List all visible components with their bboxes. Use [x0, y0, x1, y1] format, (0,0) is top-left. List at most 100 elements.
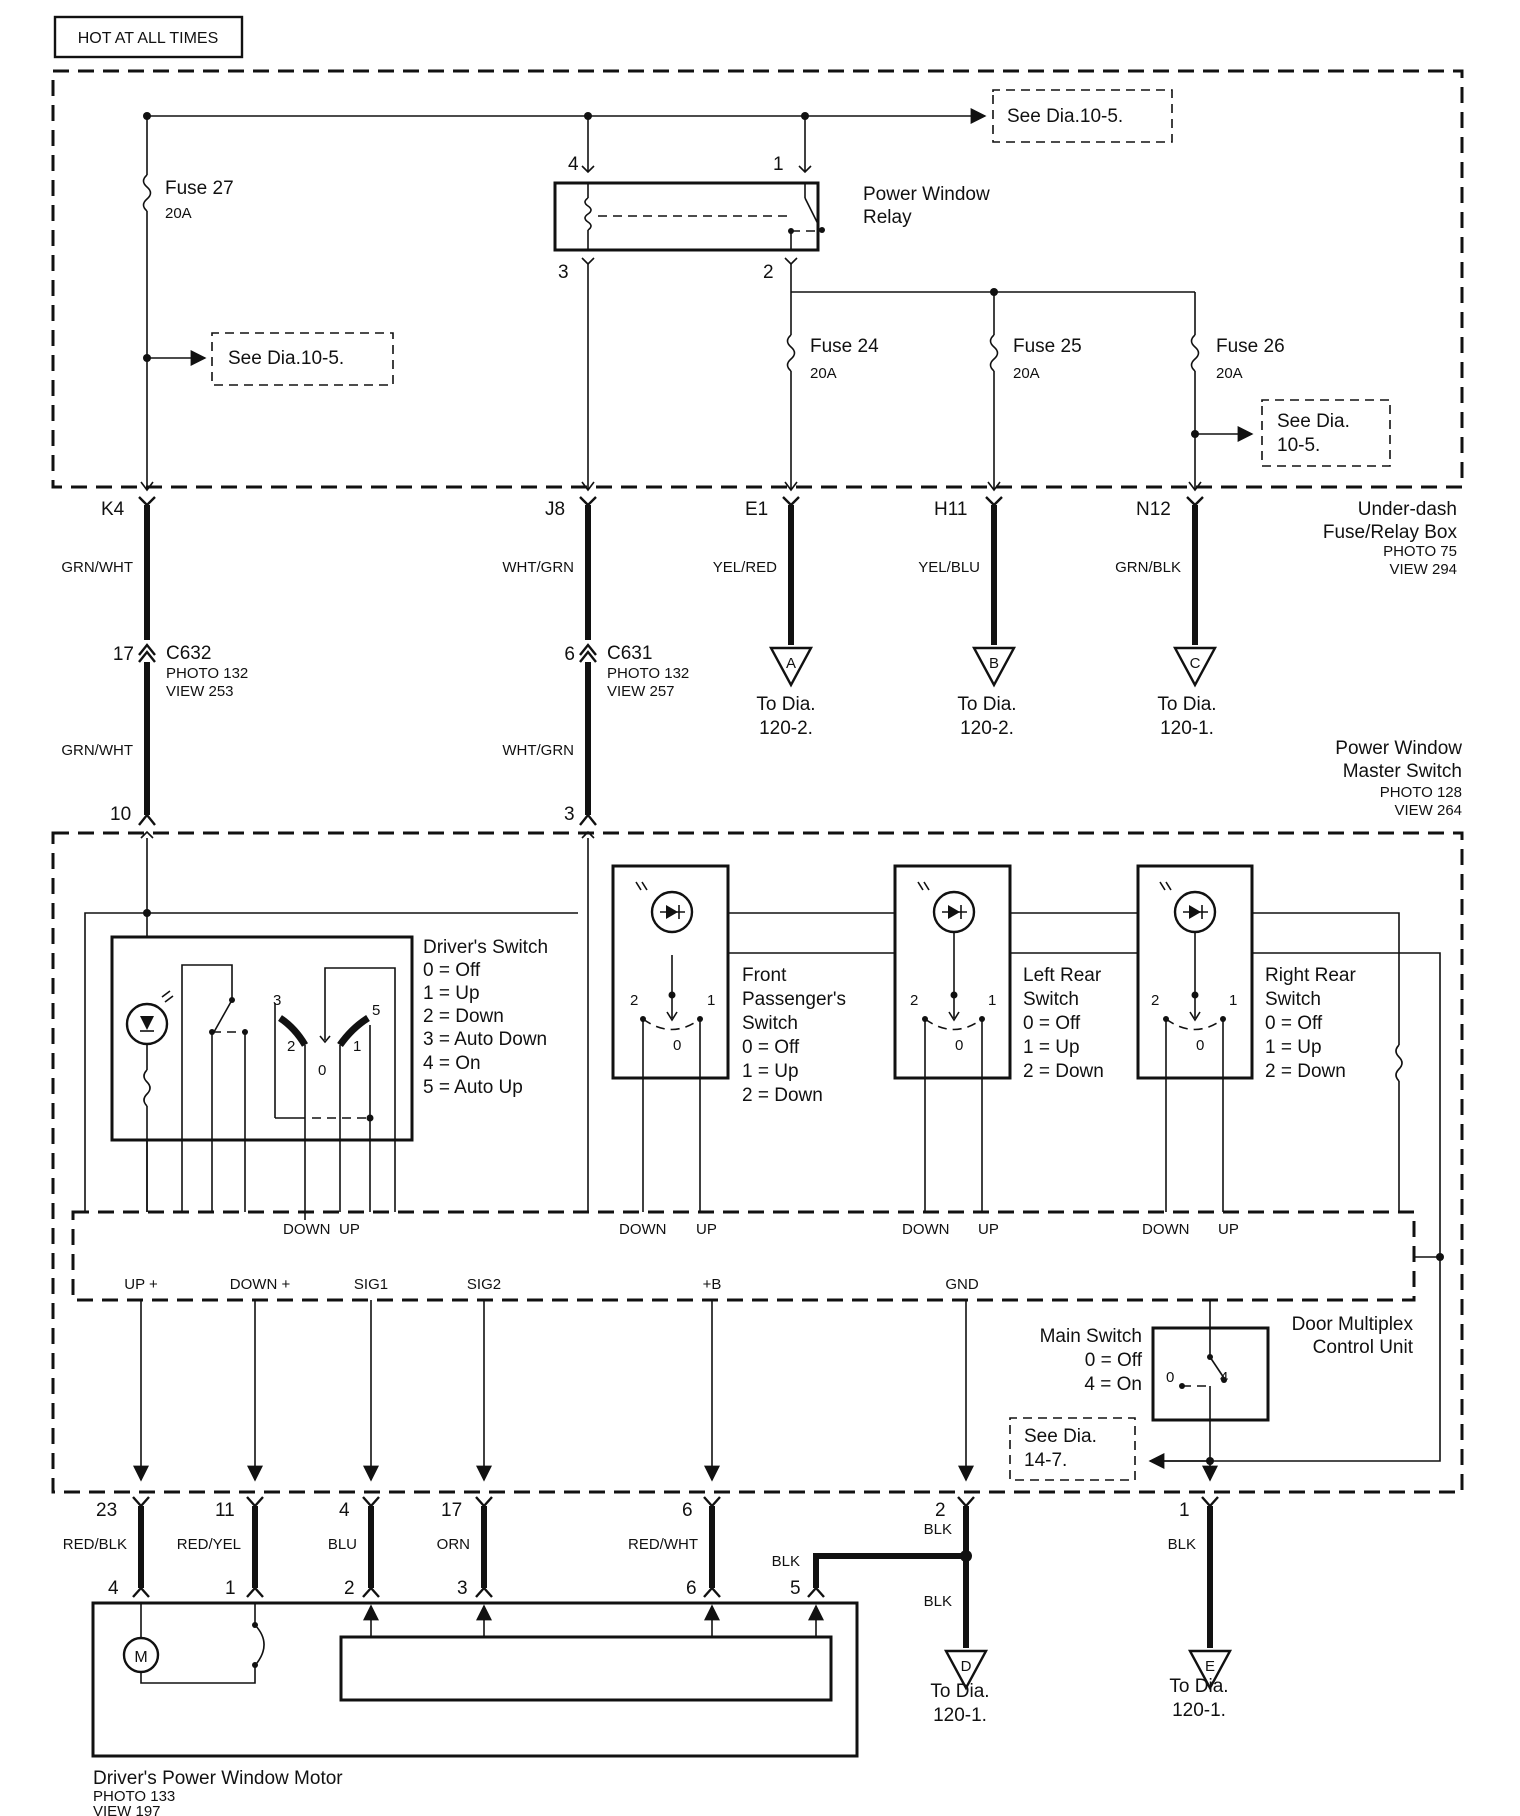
- door-multiplex-control-unit: [71, 1210, 1416, 1302]
- offpage-d-letter: D: [961, 1658, 972, 1675]
- fp-title-3: Switch: [742, 1013, 798, 1034]
- bus-bottom-sig2: SIG2: [467, 1276, 501, 1293]
- bottom-harness: [132, 1496, 1219, 1648]
- drivers-legend-1: 1 = Up: [423, 983, 480, 1004]
- offpage-b-line1: To Dia.: [957, 694, 1016, 715]
- fp-title-2: Passenger's: [742, 989, 846, 1010]
- offpage-e-letter: E: [1205, 1658, 1215, 1675]
- relay-pin-3: 3: [558, 262, 569, 283]
- motor-pin-1: 1: [225, 1578, 236, 1599]
- wire-grn-wht-2: GRN/WHT: [61, 742, 133, 759]
- offpage-e-line1: To Dia.: [1169, 1676, 1228, 1697]
- relay-pin-1: 1: [773, 154, 784, 175]
- master-pin-10: 10: [110, 804, 131, 825]
- master-pin-3: 3: [564, 804, 575, 825]
- motor-photo: PHOTO 133: [93, 1788, 175, 1805]
- motor-pin-2: 2: [344, 1578, 355, 1599]
- wire-orn: ORN: [437, 1536, 470, 1553]
- lr-title-2: Switch: [1023, 989, 1079, 1010]
- main-switch-pos-4: 4: [1220, 1369, 1228, 1386]
- see-dia-right-1: See Dia.: [1277, 411, 1350, 432]
- bus-bottom-down-plus: DOWN +: [230, 1276, 291, 1293]
- bus-bottom-sig1: SIG1: [354, 1276, 388, 1293]
- see-dia-right-2: 10-5.: [1277, 435, 1320, 456]
- bus-top-up-3: UP: [978, 1221, 999, 1238]
- offpage-a-letter: A: [786, 655, 796, 672]
- main-switch-pos-0: 0: [1166, 1369, 1174, 1386]
- motor-pin-3: 3: [457, 1578, 468, 1599]
- terminal-k4: K4: [101, 499, 125, 520]
- rr-title-1: Right Rear: [1265, 965, 1356, 986]
- bottom-pin-4: 4: [339, 1500, 350, 1521]
- dmcu-name-2: Control Unit: [1313, 1337, 1414, 1358]
- left-rear-switch-box: [893, 864, 1012, 1080]
- fp-pos-1: 1: [707, 992, 715, 1009]
- c632-view: VIEW 253: [166, 683, 234, 700]
- fuse-25-rating: 20A: [1013, 365, 1040, 382]
- lr-title-1: Left Rear: [1023, 965, 1102, 986]
- drivers-switch-pos-2: 2: [287, 1038, 295, 1055]
- terminal-e1: E1: [745, 499, 768, 520]
- drivers-legend-0: 0 = Off: [423, 960, 481, 981]
- bus-top-up-2: UP: [696, 1221, 717, 1238]
- fp-pos-0: 0: [673, 1037, 681, 1054]
- offpage-e-line2: 120-1.: [1172, 1700, 1226, 1721]
- drivers-switch-title: Driver's Switch: [423, 937, 548, 958]
- bottom-pin-2: 2: [935, 1500, 946, 1521]
- drivers-switch-pos-3: 3: [273, 992, 281, 1009]
- offpage-d-line1: To Dia.: [930, 1681, 989, 1702]
- motor-view: VIEW 197: [93, 1803, 161, 1816]
- fuse-26-rating: 20A: [1216, 365, 1243, 382]
- lr-legend-1: 1 = Up: [1023, 1037, 1080, 1058]
- dmcu-name-1: Door Multiplex: [1292, 1314, 1414, 1335]
- bus-bottom-gnd: GND: [945, 1276, 979, 1293]
- wire-wht-grn-1: WHT/GRN: [502, 559, 574, 576]
- bottom-pin-6: 6: [682, 1500, 693, 1521]
- c631-view: VIEW 257: [607, 683, 675, 700]
- drivers-legend-3: 3 = Auto Down: [423, 1029, 547, 1050]
- relay-name-2: Relay: [863, 207, 912, 228]
- master-switch-name-1: Power Window: [1335, 738, 1462, 759]
- drivers-legend-5: 5 = Auto Up: [423, 1077, 523, 1098]
- offpage-c-letter: C: [1190, 655, 1201, 672]
- c631-pin: 6: [564, 644, 575, 665]
- master-switch-name-2: Master Switch: [1343, 761, 1462, 782]
- bottom-pin-17: 17: [441, 1500, 462, 1521]
- rr-pos-0: 0: [1196, 1037, 1204, 1054]
- fuse-relay-box-outline: [51, 69, 1464, 489]
- wire-red-blk: RED/BLK: [63, 1536, 127, 1553]
- see-dia-14-7-2: 14-7.: [1024, 1450, 1067, 1471]
- fp-legend-1: 1 = Up: [742, 1061, 799, 1082]
- relay-pin-4: 4: [568, 154, 579, 175]
- fuse-box-name-2: Fuse/Relay Box: [1323, 522, 1458, 543]
- drivers-legend-2: 2 = Down: [423, 1006, 504, 1027]
- offpage-b-line2: 120-2.: [960, 718, 1014, 739]
- see-dia-top: See Dia.10-5.: [1007, 106, 1123, 127]
- offpage-b-letter: B: [989, 655, 999, 672]
- c631-photo: PHOTO 132: [607, 665, 689, 682]
- lr-legend-0: 0 = Off: [1023, 1013, 1081, 1034]
- bottom-pin-23: 23: [96, 1500, 117, 1521]
- rr-title-2: Switch: [1265, 989, 1321, 1010]
- bus-top-down-2: DOWN: [619, 1221, 667, 1238]
- terminal-n12: N12: [1136, 499, 1171, 520]
- front-passenger-switch-box: [611, 864, 730, 1080]
- master-switch-outline: [51, 831, 1464, 1494]
- fp-title-1: Front: [742, 965, 787, 986]
- offpage-c-line2: 120-1.: [1160, 718, 1214, 739]
- fuse-26-name: Fuse 26: [1216, 336, 1285, 357]
- motor-pin-6: 6: [686, 1578, 697, 1599]
- fuse-box-photo: PHOTO 75: [1383, 543, 1457, 560]
- c631-name: C631: [607, 643, 652, 664]
- fp-pos-2: 2: [630, 992, 638, 1009]
- c632-name: C632: [166, 643, 211, 664]
- rr-pos-1: 1: [1229, 992, 1237, 1009]
- wire-blk-3: BLK: [924, 1593, 952, 1610]
- fuse-27-name: Fuse 27: [165, 178, 234, 199]
- fuse-box-name-1: Under-dash: [1358, 499, 1457, 520]
- offpage-a-line2: 120-2.: [759, 718, 813, 739]
- lr-legend-2: 2 = Down: [1023, 1061, 1104, 1082]
- lr-pos-0: 0: [955, 1037, 963, 1054]
- offpage-d-line2: 120-1.: [933, 1705, 987, 1726]
- wire-yel-blu: YEL/BLU: [918, 559, 980, 576]
